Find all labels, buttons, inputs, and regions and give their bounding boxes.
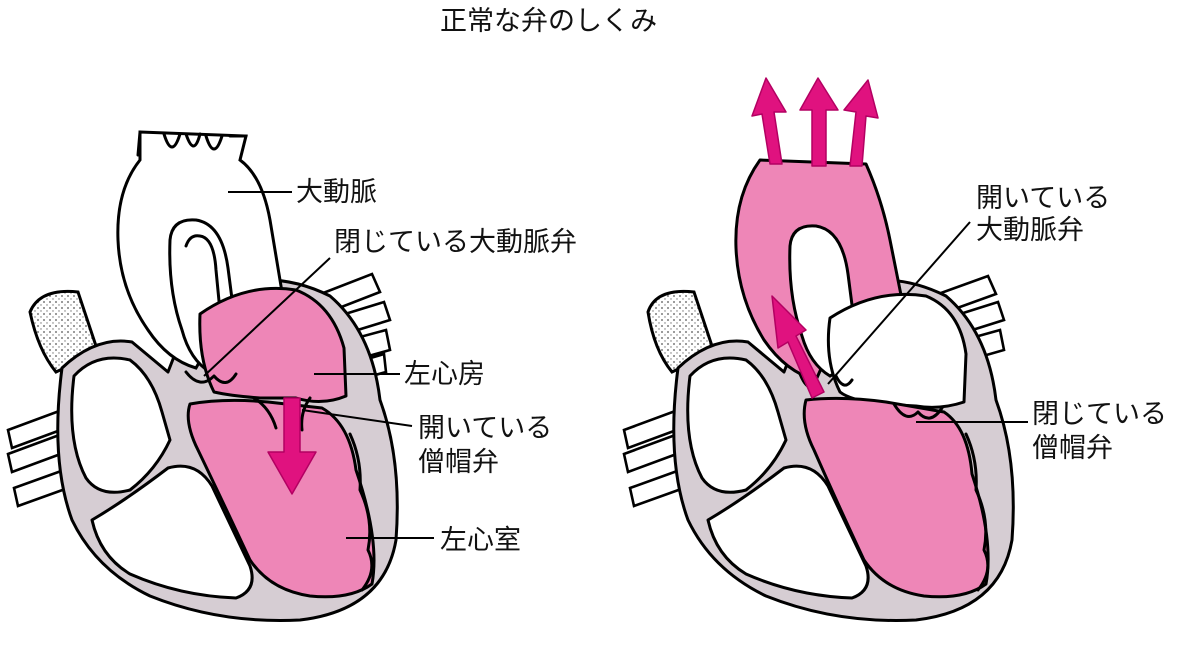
right-aortic-flow-arrow-3 [843, 79, 879, 167]
label-aorta: 大動脈 [296, 177, 377, 208]
label-left-ventricle: 左心室 [440, 525, 521, 556]
label-left-atrium: 左心房 [404, 359, 485, 390]
right-right-atrium [686, 356, 788, 494]
label-open-mitral-line1: 開いている [418, 413, 553, 444]
right-heart [622, 77, 1028, 622]
label-closed-mitral-line1: 閉じている [1032, 399, 1167, 430]
left-left-ventricle [186, 398, 376, 599]
right-right-ventricle [706, 464, 870, 600]
right-aortic-flow-arrow-2 [799, 77, 839, 167]
label-open-aortic-line2: 大動脈弁 [976, 215, 1084, 246]
page-title: 正常な弁のしくみ [440, 6, 658, 37]
label-open-mitral-line2: 僧帽弁 [418, 447, 499, 478]
label-closed-aortic-valve: 閉じている大動脈弁 [334, 227, 577, 258]
left-heart [6, 130, 434, 622]
right-left-ventricle [802, 396, 990, 599]
right-aortic-flow-arrow-1 [751, 77, 787, 165]
right-left-atrium [826, 292, 968, 409]
left-right-ventricle [90, 464, 254, 600]
label-closed-mitral-line2: 僧帽弁 [1032, 433, 1113, 464]
right-ventricle-outflow-arrow [771, 295, 825, 399]
label-open-aortic-line1: 開いている [976, 183, 1111, 214]
left-mitral-flow-arrow [267, 397, 317, 495]
left-right-atrium [70, 356, 172, 494]
